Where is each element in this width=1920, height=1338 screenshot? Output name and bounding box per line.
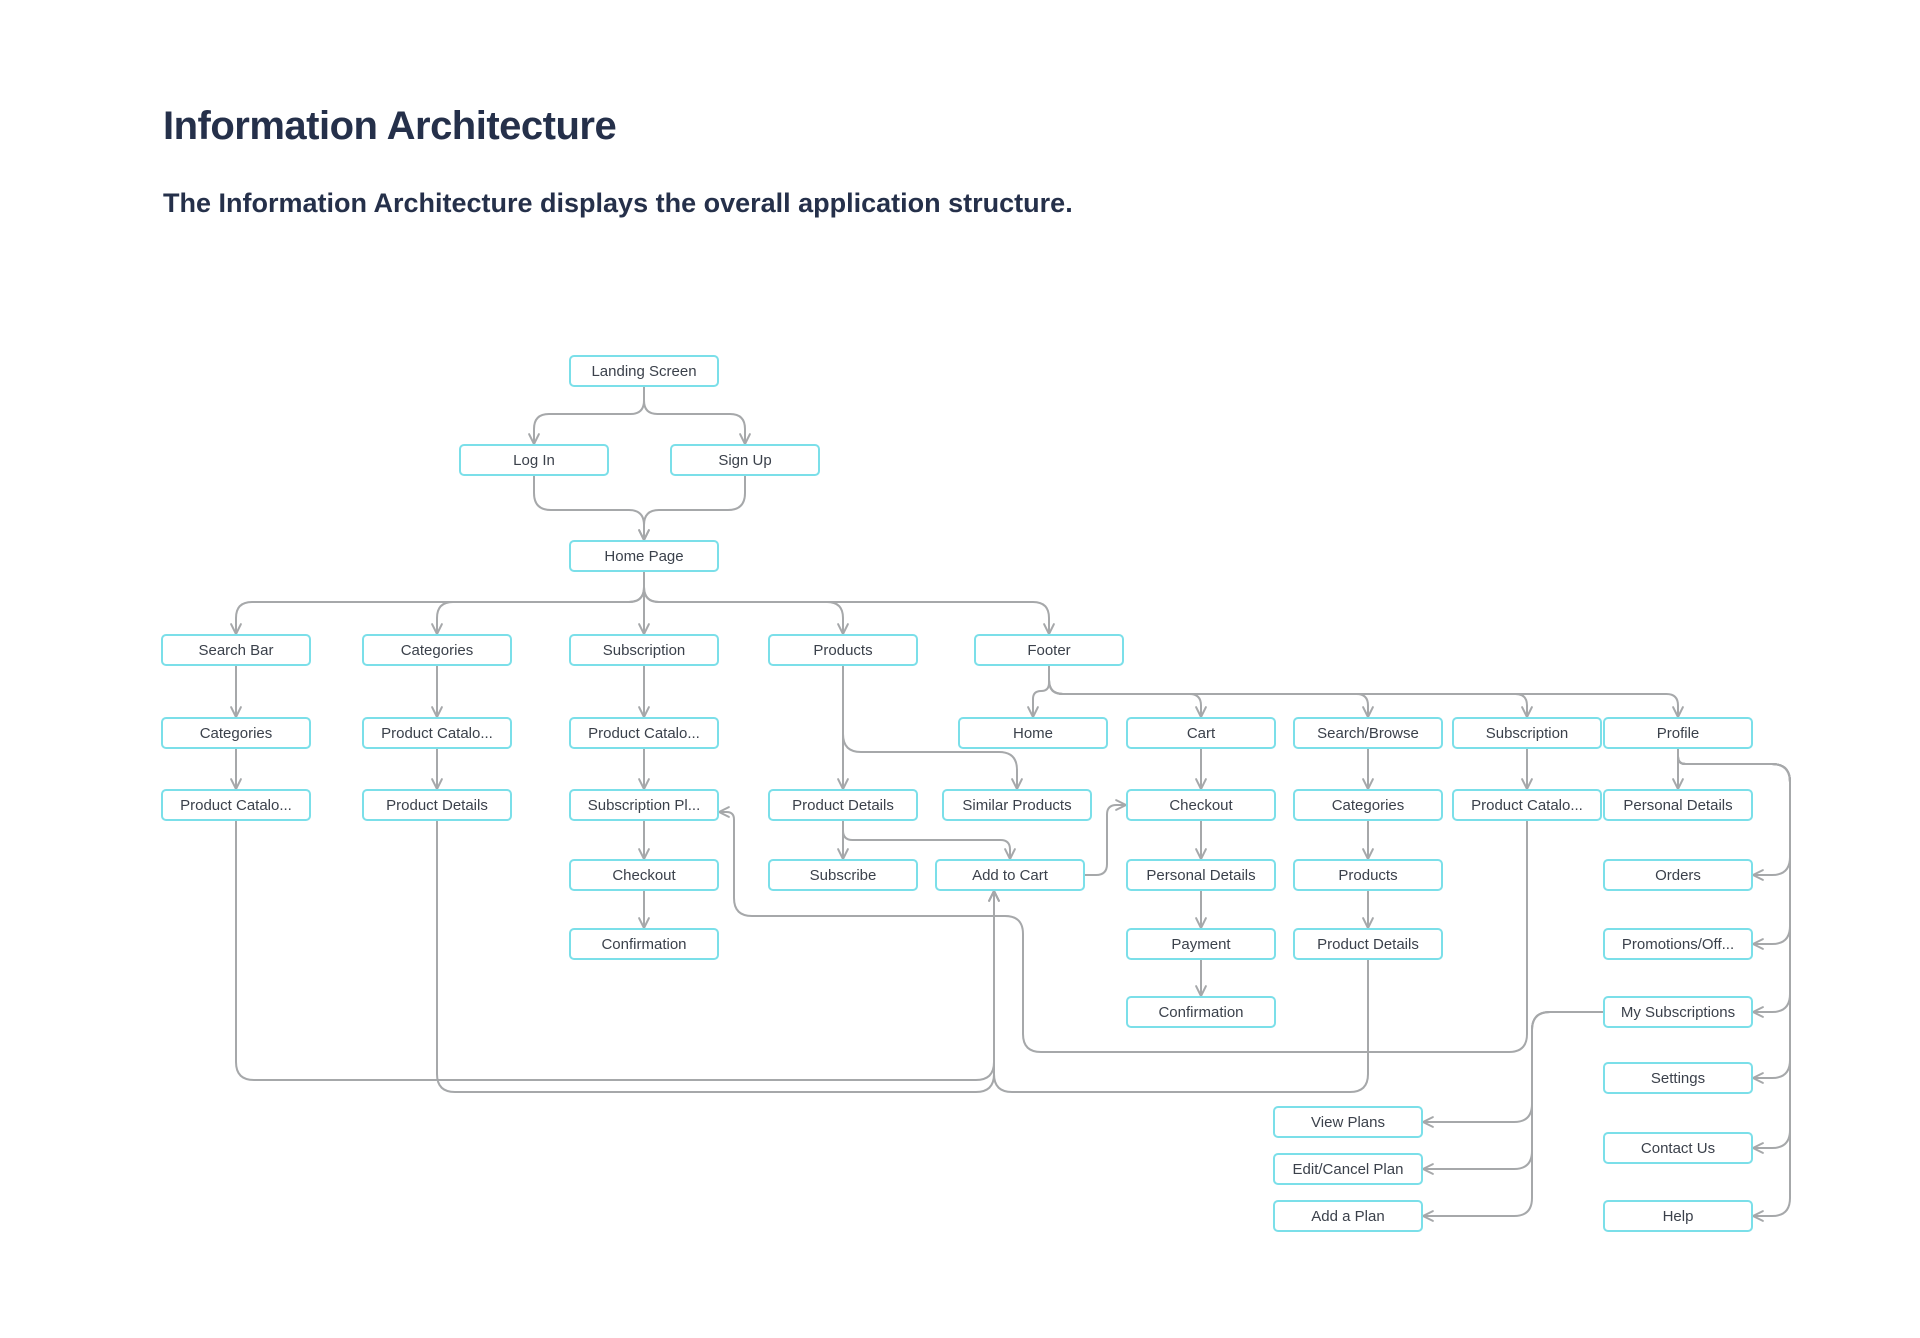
node-product-catalog-cat: Product Catalo... xyxy=(362,717,512,749)
node-product-catalog-sb: Product Catalo... xyxy=(161,789,311,821)
node-home-page: Home Page xyxy=(569,540,719,572)
page-subtitle: The Information Architecture displays th… xyxy=(163,188,1073,218)
node-footer: Footer xyxy=(974,634,1124,666)
edge-my-subscriptions-to-edit-cancel-plan xyxy=(1422,1011,1604,1170)
node-edit-cancel-plan: Edit/Cancel Plan xyxy=(1273,1153,1423,1185)
edge-footer-to-home-footer xyxy=(1032,665,1050,718)
edge-footer-to-subscription-footer xyxy=(1048,665,1528,718)
node-contact-us: Contact Us xyxy=(1603,1132,1753,1164)
arrowhead-settings xyxy=(1752,1072,1764,1084)
node-product-details-sb: Product Details xyxy=(1293,928,1443,960)
node-products-home: Products xyxy=(768,634,918,666)
node-settings: Settings xyxy=(1603,1062,1753,1094)
arrowhead-subscription-plans xyxy=(718,806,730,818)
edge-add-to-cart-to-checkout-cart xyxy=(1084,804,1127,876)
node-search-browse: Search/Browse xyxy=(1293,717,1443,749)
node-log-in: Log In xyxy=(459,444,609,476)
node-help: Help xyxy=(1603,1200,1753,1232)
page-title: Information Architecture xyxy=(163,104,617,148)
edge-landing-screen-to-log-in xyxy=(533,386,645,445)
arrowhead-add-a-plan xyxy=(1422,1210,1434,1222)
arrowhead-help xyxy=(1752,1210,1764,1222)
node-landing-screen: Landing Screen xyxy=(569,355,719,387)
node-subscription-home: Subscription xyxy=(569,634,719,666)
node-similar-products: Similar Products xyxy=(942,789,1092,821)
node-categories-searchbar: Categories xyxy=(161,717,311,749)
edge-footer-to-profile xyxy=(1048,665,1679,718)
arrowhead-my-subscriptions xyxy=(1752,1006,1764,1018)
node-product-catalog-subhome: Product Catalo... xyxy=(569,717,719,749)
node-sign-up: Sign Up xyxy=(670,444,820,476)
node-payment: Payment xyxy=(1126,928,1276,960)
arrowhead-add-to-cart xyxy=(988,890,1000,902)
edge-sign-up-to-home-page xyxy=(643,475,746,541)
node-subscription-plans: Subscription Pl... xyxy=(569,789,719,821)
node-home-footer: Home xyxy=(958,717,1108,749)
edge-product-details-mid-to-add-to-cart xyxy=(842,820,1011,860)
edge-log-in-to-home-page xyxy=(533,475,645,541)
edge-footer-to-cart-footer xyxy=(1048,665,1202,718)
edge-my-subscriptions-to-add-a-plan xyxy=(1422,1011,1604,1217)
node-product-details-cat: Product Details xyxy=(362,789,512,821)
edge-product-details-sb-to-add-to-cart xyxy=(993,890,1369,1093)
edge-profile-to-help xyxy=(1677,748,1791,1217)
node-products-sb: Products xyxy=(1293,859,1443,891)
edge-landing-screen-to-sign-up xyxy=(643,386,746,445)
node-cart-footer: Cart xyxy=(1126,717,1276,749)
node-product-details-mid: Product Details xyxy=(768,789,918,821)
node-subscription-footer: Subscription xyxy=(1452,717,1602,749)
node-personal-details-cart: Personal Details xyxy=(1126,859,1276,891)
edge-my-subscriptions-to-view-plans xyxy=(1422,1011,1604,1123)
node-checkout-cart: Checkout xyxy=(1126,789,1276,821)
edge-profile-to-promotions-offers xyxy=(1677,748,1791,945)
node-search-bar: Search Bar xyxy=(161,634,311,666)
node-view-plans: View Plans xyxy=(1273,1106,1423,1138)
arrowhead-view-plans xyxy=(1422,1116,1434,1128)
edge-home-page-to-categories-home xyxy=(436,571,645,635)
node-categories-home: Categories xyxy=(362,634,512,666)
edge-home-page-to-footer xyxy=(643,571,1050,635)
node-categories-sb2: Categories xyxy=(1293,789,1443,821)
edge-footer-to-search-browse xyxy=(1048,665,1369,718)
node-promotions-offers: Promotions/Off... xyxy=(1603,928,1753,960)
arrowhead-contact-us xyxy=(1752,1142,1764,1154)
node-checkout-sub: Checkout xyxy=(569,859,719,891)
node-orders: Orders xyxy=(1603,859,1753,891)
node-add-a-plan: Add a Plan xyxy=(1273,1200,1423,1232)
arrowhead-orders xyxy=(1752,869,1764,881)
edge-products-home-to-similar-products xyxy=(842,665,1018,790)
edge-product-details-cat-to-add-to-cart xyxy=(436,820,995,1093)
arrowhead-edit-cancel-plan xyxy=(1422,1163,1434,1175)
node-personal-details-profile: Personal Details xyxy=(1603,789,1753,821)
node-my-subscriptions: My Subscriptions xyxy=(1603,996,1753,1028)
node-confirmation-sub: Confirmation xyxy=(569,928,719,960)
node-add-to-cart: Add to Cart xyxy=(935,859,1085,891)
arrowhead-promotions-offers xyxy=(1752,938,1764,950)
node-profile: Profile xyxy=(1603,717,1753,749)
node-subscribe: Subscribe xyxy=(768,859,918,891)
node-product-catalog-footer: Product Catalo... xyxy=(1452,789,1602,821)
edge-product-catalog-footer-to-subscription-plans xyxy=(718,811,1528,1053)
node-confirmation-cart: Confirmation xyxy=(1126,996,1276,1028)
